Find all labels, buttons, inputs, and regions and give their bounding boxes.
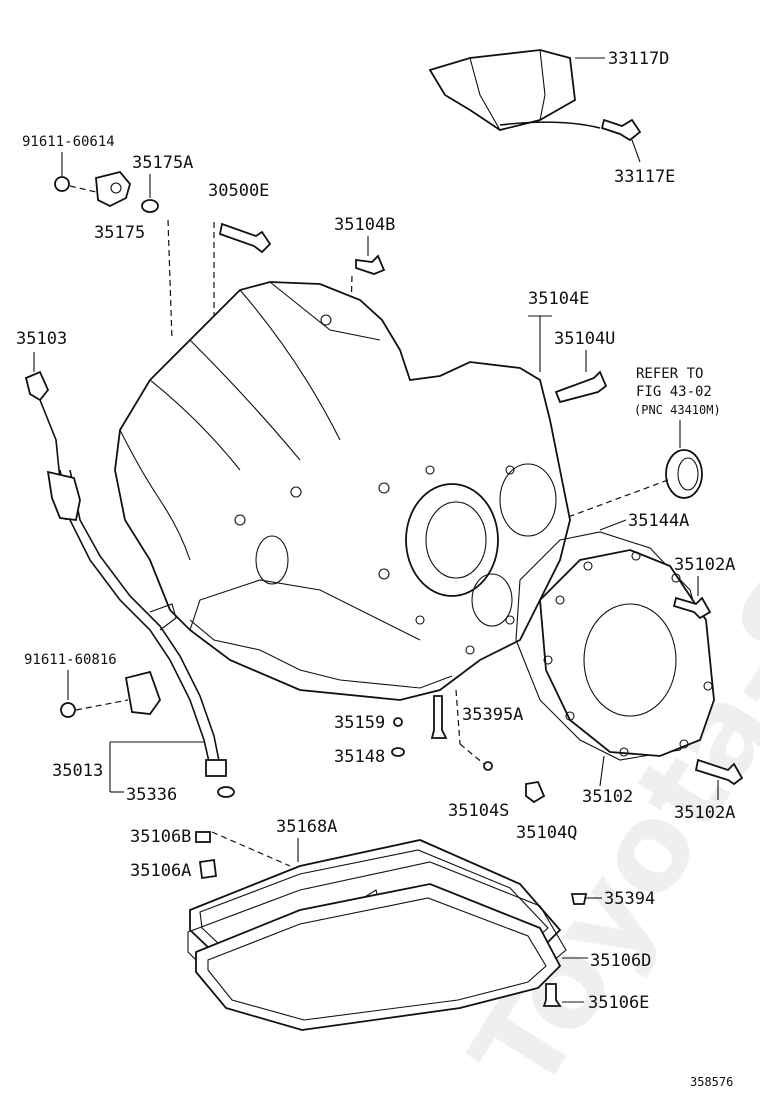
drain-plug-35106E[interactable] xyxy=(542,983,562,1007)
label-35148: 35148 xyxy=(334,747,385,767)
bolt-33117E[interactable] xyxy=(600,118,642,142)
label-35106E: 35106E xyxy=(588,993,649,1013)
magnet-35106B[interactable] xyxy=(195,831,211,843)
dipstick-tube-35013[interactable] xyxy=(46,469,227,777)
cover-plate-33117D[interactable] xyxy=(428,49,601,131)
bolt-35102A-bottom[interactable] xyxy=(694,758,744,786)
label-35106D: 35106D xyxy=(590,951,651,971)
oil-pan[interactable] xyxy=(195,883,562,1031)
label-33117E: 33117E xyxy=(614,167,675,187)
label-35394: 35394 xyxy=(604,889,655,909)
plug-35104U[interactable] xyxy=(554,370,608,404)
label-35168A: 35168A xyxy=(276,817,337,837)
label-35102A-bottom: 35102A xyxy=(674,803,735,823)
label-33117D: 33117D xyxy=(608,49,669,69)
part-35159[interactable] xyxy=(393,717,403,727)
label-35104B: 35104B xyxy=(334,215,395,235)
label-35106B: 35106B xyxy=(130,827,191,847)
label-35175: 35175 xyxy=(94,223,145,243)
plug-35104B[interactable] xyxy=(355,254,386,275)
cover-35102[interactable] xyxy=(539,549,715,757)
speed-sensor-35175[interactable] xyxy=(95,170,131,208)
refer-line1: REFER TO xyxy=(636,366,703,382)
bolt-91611-60816[interactable] xyxy=(60,702,76,718)
o-ring-35336[interactable] xyxy=(217,786,235,798)
label-35102: 35102 xyxy=(582,787,633,807)
label-35104Q: 35104Q xyxy=(516,823,577,843)
label-35102A-top: 35102A xyxy=(674,555,735,575)
oil-seal[interactable] xyxy=(665,449,703,499)
plug-35104Q[interactable] xyxy=(525,780,546,804)
label-91611-60614: 91611-60614 xyxy=(22,134,115,150)
label-30500E: 30500E xyxy=(208,181,269,201)
o-ring-35104S[interactable] xyxy=(483,761,493,771)
label-35395A: 35395A xyxy=(462,705,523,725)
label-35013: 35013 xyxy=(52,761,103,781)
label-35106A: 35106A xyxy=(130,861,191,881)
label-35336: 35336 xyxy=(126,785,177,805)
part-35148[interactable] xyxy=(391,747,405,757)
label-91611-60816: 91611-60816 xyxy=(24,652,117,668)
magnet-35106A[interactable] xyxy=(198,858,218,880)
temp-sensor[interactable] xyxy=(430,695,448,739)
label-35104E: 35104E xyxy=(528,289,589,309)
label-35159: 35159 xyxy=(334,713,385,733)
o-ring-35175A[interactable] xyxy=(141,199,159,213)
label-35144A: 35144A xyxy=(628,511,689,531)
bolt-91611-60614[interactable] xyxy=(54,176,70,192)
leader-33117E xyxy=(631,139,641,163)
label-35104U: 35104U xyxy=(554,329,615,349)
label-35104S: 35104S xyxy=(448,801,509,821)
figure-number: 358576 xyxy=(690,1075,733,1089)
transaxle-case[interactable] xyxy=(114,281,571,701)
bolt-35102A-top[interactable] xyxy=(672,596,712,620)
part-35394[interactable] xyxy=(570,893,588,905)
refer-line3: (PNC 43410M) xyxy=(634,403,721,417)
label-35175A: 35175A xyxy=(132,153,193,173)
refer-line2: FIG 43-02 xyxy=(636,384,712,400)
bolt-30500E[interactable] xyxy=(218,222,272,254)
label-35103: 35103 xyxy=(16,329,67,349)
